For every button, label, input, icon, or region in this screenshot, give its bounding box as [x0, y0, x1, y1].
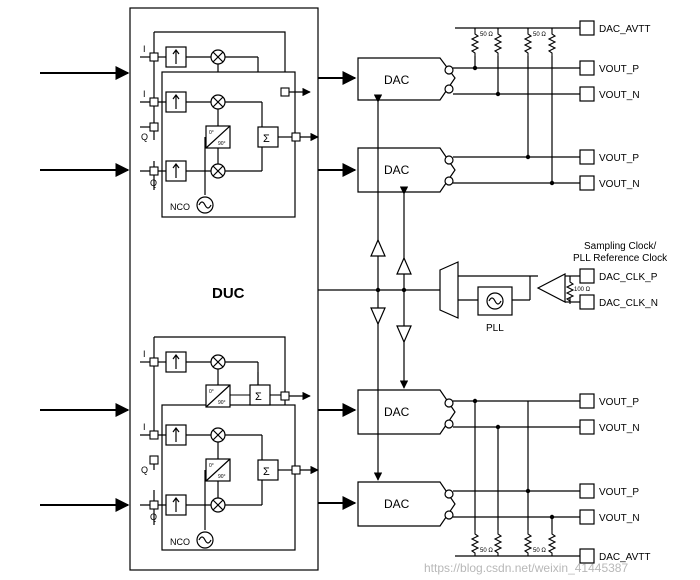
- phase-0-2: 0°: [209, 389, 214, 395]
- phase-90-2: 90°: [218, 400, 226, 406]
- phase-90-3: 90°: [218, 474, 226, 480]
- dac-label-3: DAC: [384, 405, 410, 419]
- dac-label-4: DAC: [384, 497, 410, 511]
- q-label-4: Q: [150, 512, 157, 522]
- phase-0-3: 0°: [209, 463, 214, 469]
- i-label-1: I: [143, 44, 146, 54]
- resistor-label-4: 50 Ω: [533, 548, 546, 554]
- sigma-1: Σ: [263, 133, 270, 145]
- watermark: https://blog.csdn.net/weixin_41445387: [424, 561, 628, 575]
- phase-90-1: 90°: [218, 141, 226, 147]
- pin-label-dac-avtt-top: DAC_AVTT: [599, 24, 651, 35]
- q-label-2: Q: [150, 178, 157, 188]
- i-label-2: I: [143, 89, 146, 99]
- pll-label: PLL: [486, 323, 504, 334]
- clock-title-line1: Sampling Clock/: [584, 241, 656, 252]
- clock-title-line2: PLL Reference Clock: [573, 253, 668, 264]
- resistor-label-1: 50 Ω: [480, 32, 493, 38]
- duc-block: [129, 7, 319, 571]
- resistor-label-3: 50 Ω: [480, 548, 493, 554]
- resistor-label-100: 100 Ω: [574, 287, 591, 293]
- i-label-4: I: [143, 422, 146, 432]
- duc-label: DUC: [212, 285, 245, 302]
- q-label-3: Q: [141, 465, 148, 475]
- pin-label-vout-n-3: VOUT_N: [599, 423, 640, 434]
- nco-label-top: NCO: [170, 202, 190, 212]
- sigma-2: Σ: [255, 391, 262, 403]
- clock-buffer: [536, 273, 566, 303]
- clock-mux: [439, 261, 459, 319]
- dac-label-1: DAC: [384, 73, 410, 87]
- sigma-3: Σ: [263, 466, 270, 478]
- pin-label-clk-p: DAC_CLK_P: [599, 272, 658, 283]
- phase-and-sum: [205, 125, 279, 482]
- phase-0-1: 0°: [209, 130, 214, 136]
- resistor-label-2: 50 Ω: [533, 32, 546, 38]
- q-label-1: Q: [141, 132, 148, 142]
- channelizer-top-back: [140, 31, 286, 127]
- pin-label-clk-n: DAC_CLK_N: [599, 298, 658, 309]
- dac-label-2: DAC: [384, 163, 410, 177]
- i-label-3: I: [143, 349, 146, 359]
- pin-label-vout-p-4: VOUT_P: [599, 487, 639, 498]
- pin-label-vout-p-3: VOUT_P: [599, 397, 639, 408]
- pin-label-vout-p-1: VOUT_P: [599, 64, 639, 75]
- pin-label-vout-n-2: VOUT_N: [599, 179, 640, 190]
- pin-label-vout-n-4: VOUT_N: [599, 513, 640, 524]
- pin-label-dac-avtt-bottom: DAC_AVTT: [599, 552, 651, 563]
- pin-label-vout-n-1: VOUT_N: [599, 90, 640, 101]
- nco-label-bottom: NCO: [170, 537, 190, 547]
- pin-label-vout-p-2: VOUT_P: [599, 153, 639, 164]
